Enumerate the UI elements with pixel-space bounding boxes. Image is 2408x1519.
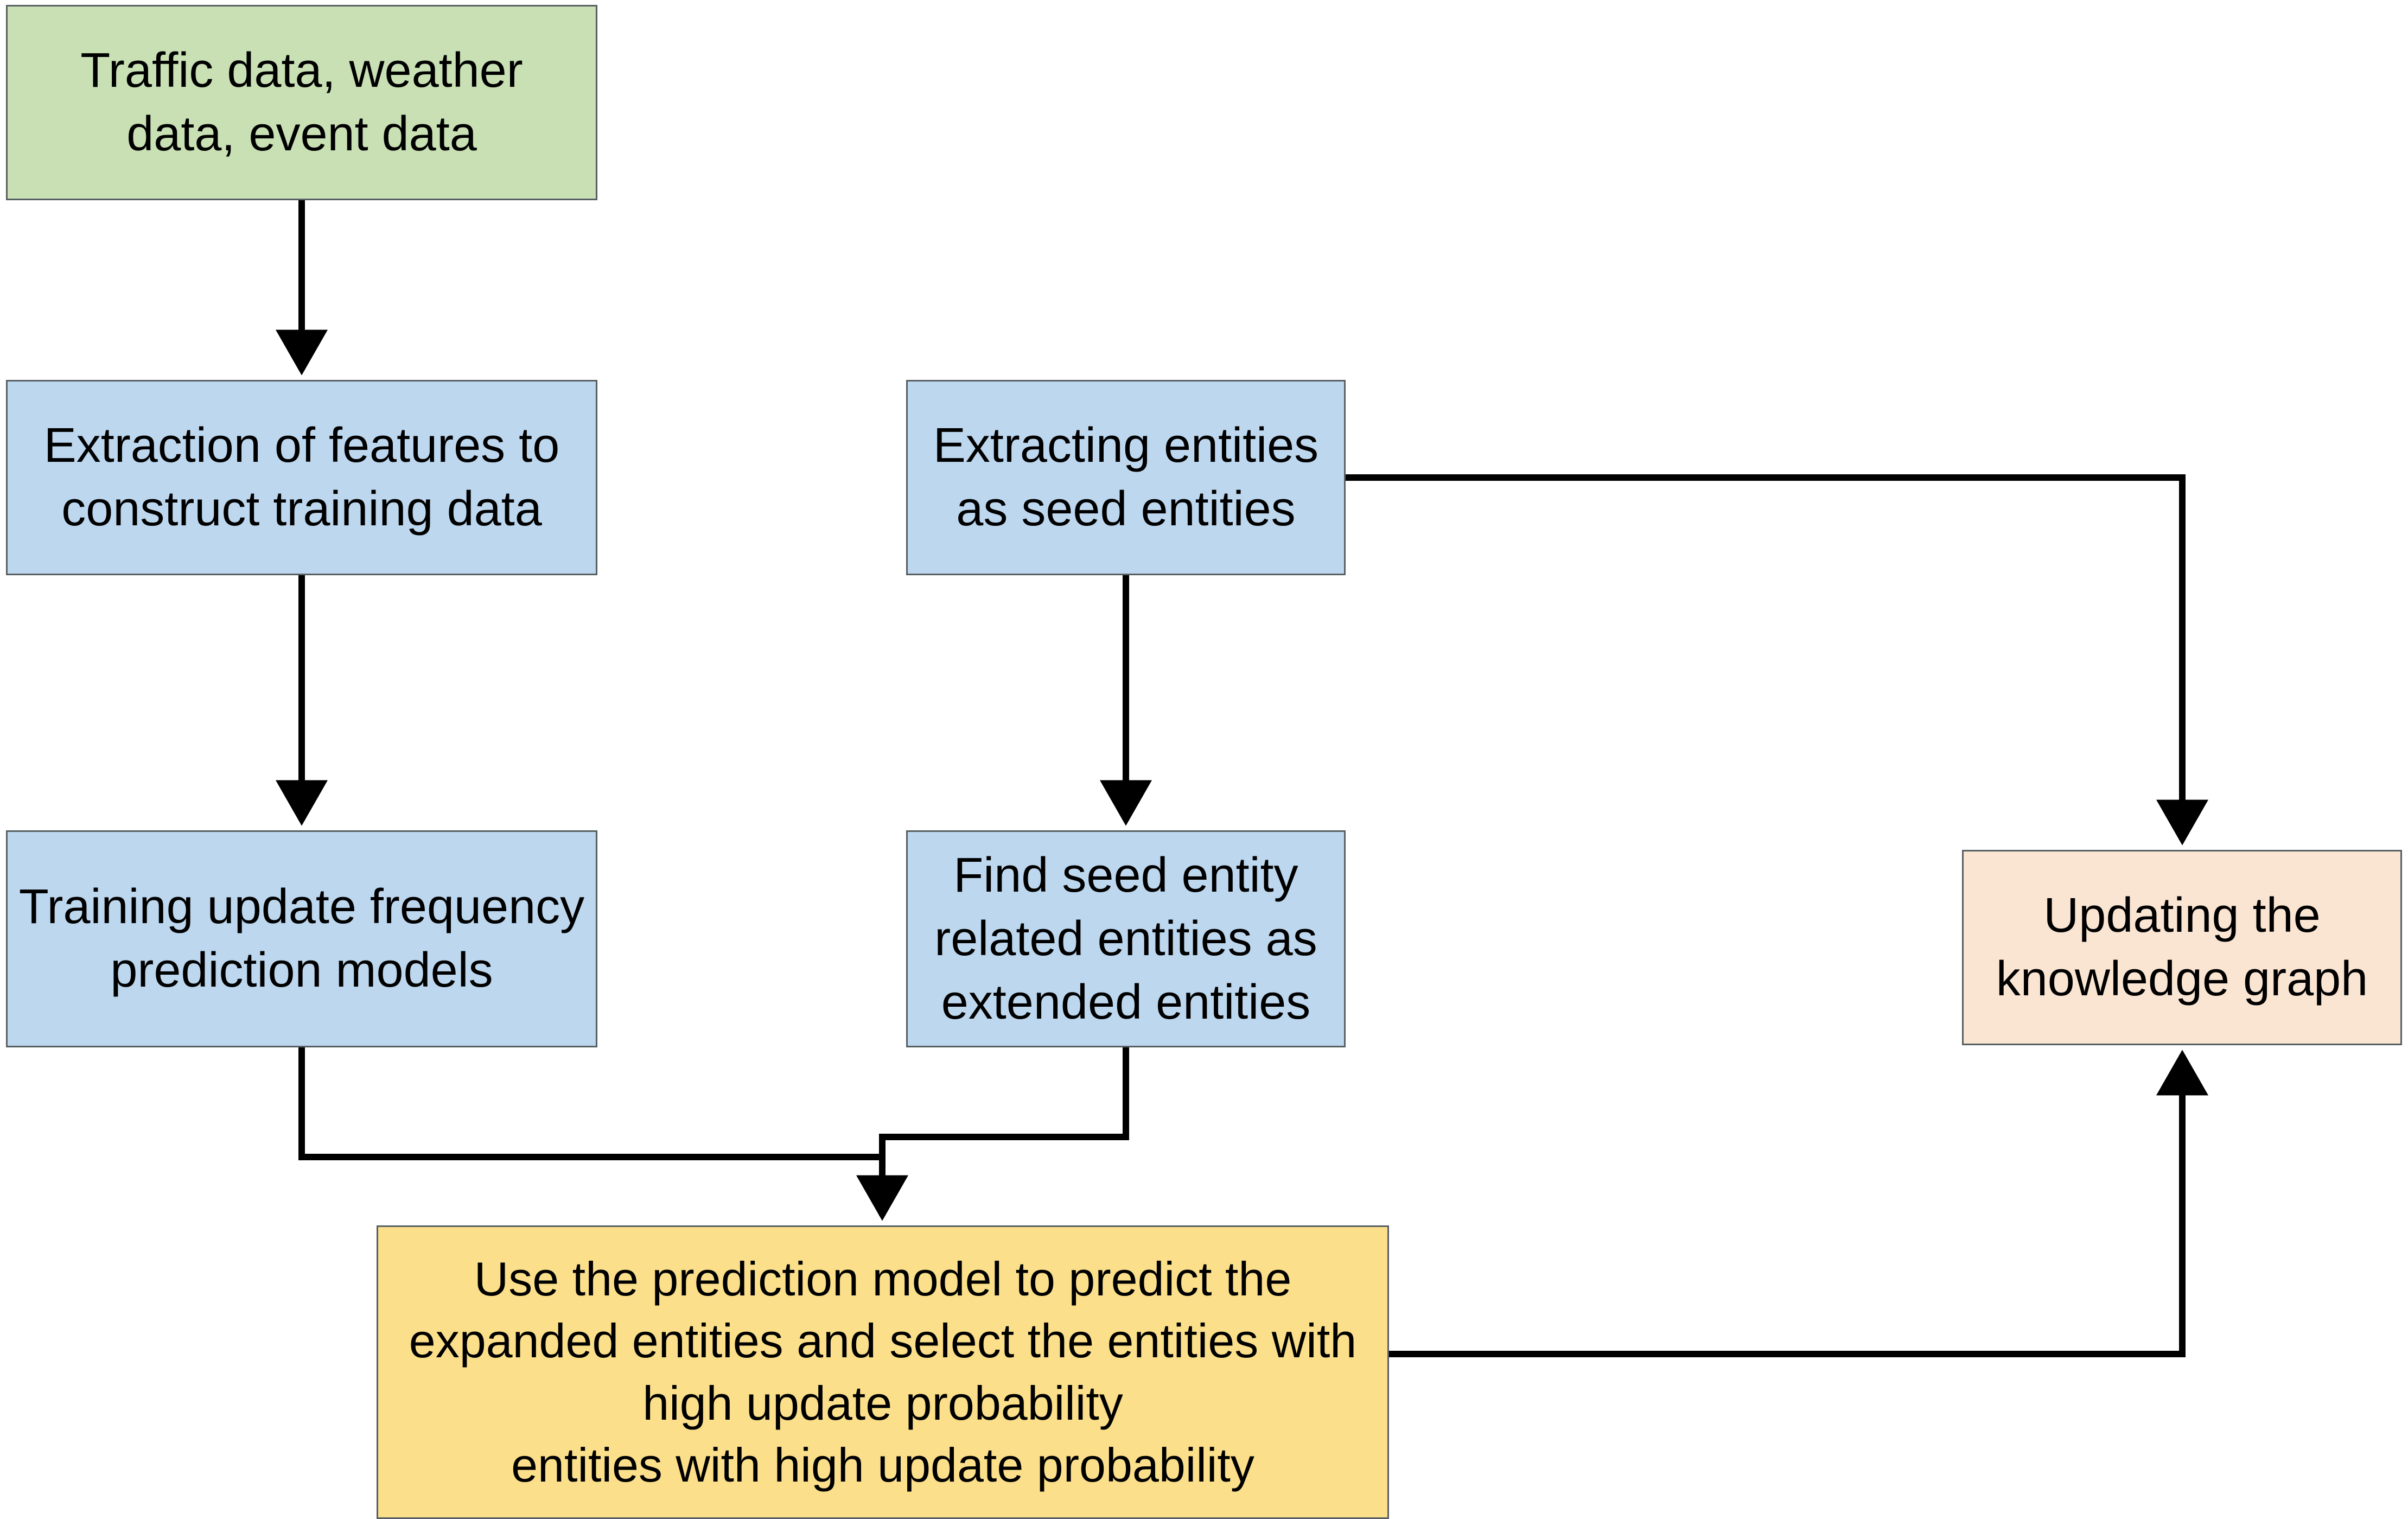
- node-label: Find seed entity related entities as ext…: [934, 848, 1317, 1029]
- edge-extract-entities-to-update-kg: [1346, 474, 2208, 846]
- edge-train-model-to-predict-select: [298, 1047, 882, 1160]
- node-label: Extraction of features to construct trai…: [43, 418, 560, 536]
- node-label: Traffic data, weather data, event data: [80, 43, 523, 161]
- node-label: Use the prediction model to predict the …: [409, 1251, 1357, 1492]
- edge-predict-select-to-update-kg: [1389, 1050, 2208, 1357]
- node-updating-the-knowledge-graph[interactable]: Updating the knowledge graph: [1962, 850, 2402, 1045]
- edge-find-related-to-predict-select: [856, 1047, 1129, 1221]
- node-label: Extracting entities as seed entities: [933, 418, 1319, 536]
- node-traffic-weather-event-data[interactable]: Traffic data, weather data, event data: [6, 5, 597, 200]
- node-use-prediction-model-to-predict[interactable]: Use the prediction model to predict the …: [377, 1225, 1389, 1519]
- node-extracting-entities-as-seed-entities[interactable]: Extracting entities as seed entities: [906, 380, 1346, 575]
- node-training-update-frequency-prediction-models[interactable]: Training update frequency prediction mod…: [6, 830, 597, 1047]
- node-label: Training update frequency prediction mod…: [18, 880, 585, 997]
- node-extraction-of-features[interactable]: Extraction of features to construct trai…: [6, 380, 597, 575]
- node-find-seed-entity-related-entities[interactable]: Find seed entity related entities as ext…: [906, 830, 1346, 1047]
- node-label: Updating the knowledge graph: [1996, 888, 2368, 1006]
